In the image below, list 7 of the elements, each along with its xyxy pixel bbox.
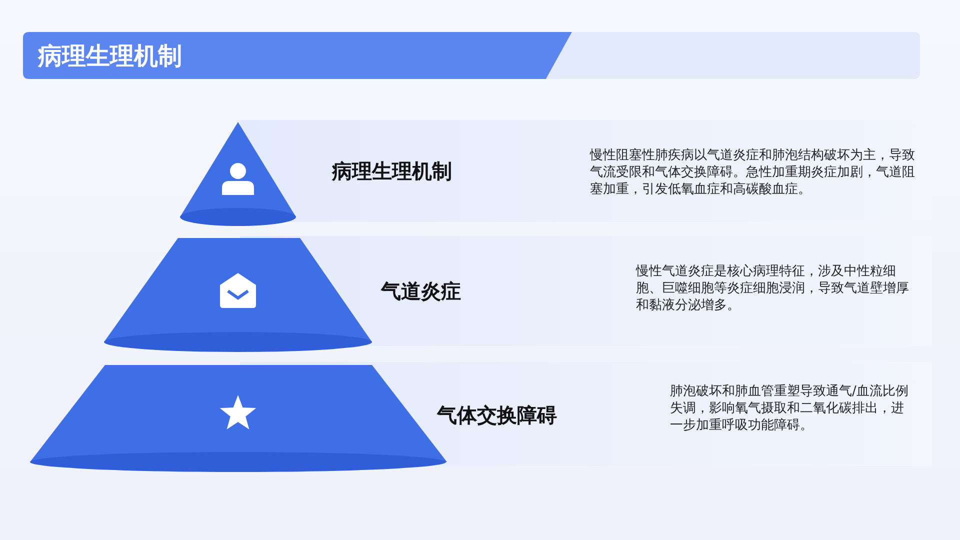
description-text: 肺泡破坏和肺血管重塑导致通气/血流比例失调，影响氧气摄取和二氧化碳排出，进一步加重呼吸功能障碍。 bbox=[670, 383, 910, 434]
description-text: 慢性气道炎症是核心病理特征，涉及中性粒细胞、巨噬细胞等炎症细胞浸润，导致气道壁增厚和黏液分泌增多。 bbox=[636, 263, 910, 314]
description-text: 慢性阻塞性肺疾病以气道炎症和肺泡结构破坏为主，导致气流受限和气体交换障碍。急性加重期炎症加剧，气道阻塞加重，引发低氧血症和高碳酸血症。 bbox=[590, 147, 915, 198]
slide-title: 病理生理机制 bbox=[38, 41, 182, 72]
tier-heading: 病理生理机制 bbox=[332, 158, 452, 185]
tier-heading: 气道炎症 bbox=[381, 278, 461, 305]
tier-heading: 气体交换障碍 bbox=[437, 402, 557, 429]
